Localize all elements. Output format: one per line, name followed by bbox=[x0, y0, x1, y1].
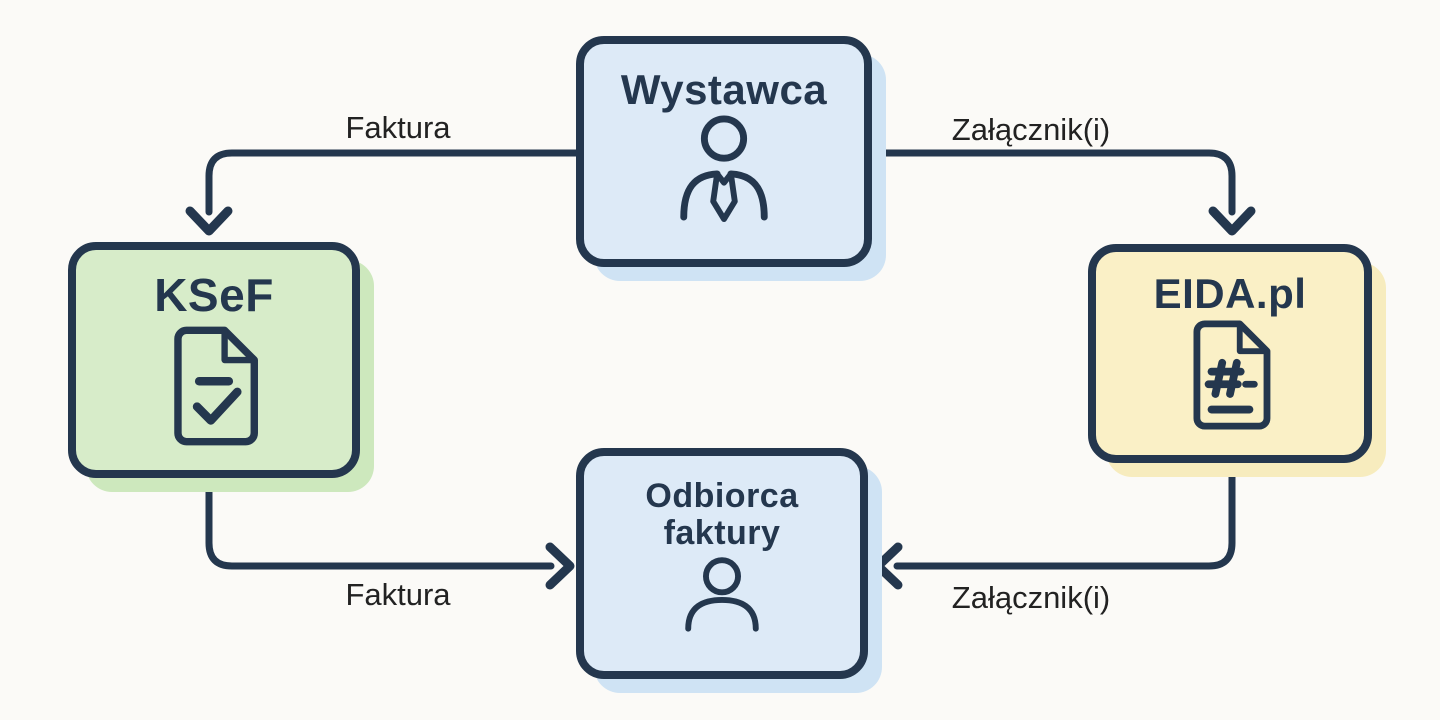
node-odbiorca-label: Odbiorca faktury bbox=[645, 477, 799, 552]
document-hash-icon bbox=[1193, 320, 1271, 430]
node-odbiorca: Odbiorca faktury bbox=[576, 448, 868, 679]
edge-ksef-to-odbiorca bbox=[205, 474, 575, 590]
edge-wystawca-to-ksef bbox=[185, 149, 580, 236]
document-check-icon bbox=[174, 326, 258, 446]
arrowhead-down-icon bbox=[1208, 206, 1256, 236]
node-eida: EIDA.pl bbox=[1088, 244, 1372, 463]
node-ksef: KSeF bbox=[68, 242, 360, 478]
edge-wystawca-to-eida bbox=[868, 149, 1256, 236]
edge-label-faktura-top: Faktura bbox=[345, 110, 451, 145]
person-tie-icon bbox=[680, 115, 768, 222]
node-ksef-label: KSeF bbox=[154, 269, 274, 321]
edge-label-zalacznik-top: Załącznik(i) bbox=[951, 112, 1111, 147]
edge-label-zalacznik-bottom: Załącznik(i) bbox=[951, 580, 1111, 615]
arrowhead-down-icon bbox=[185, 206, 233, 236]
node-wystawca-label: Wystawca bbox=[620, 66, 828, 113]
arrowhead-left-icon bbox=[873, 542, 903, 590]
person-icon bbox=[685, 557, 759, 632]
edge-eida-to-odbiorca bbox=[873, 459, 1236, 590]
edge-label-faktura-bottom: Faktura bbox=[345, 577, 451, 612]
arrowhead-right-icon bbox=[545, 542, 575, 590]
node-eida-label: EIDA.pl bbox=[1153, 270, 1307, 317]
node-wystawca: Wystawca bbox=[576, 36, 872, 267]
